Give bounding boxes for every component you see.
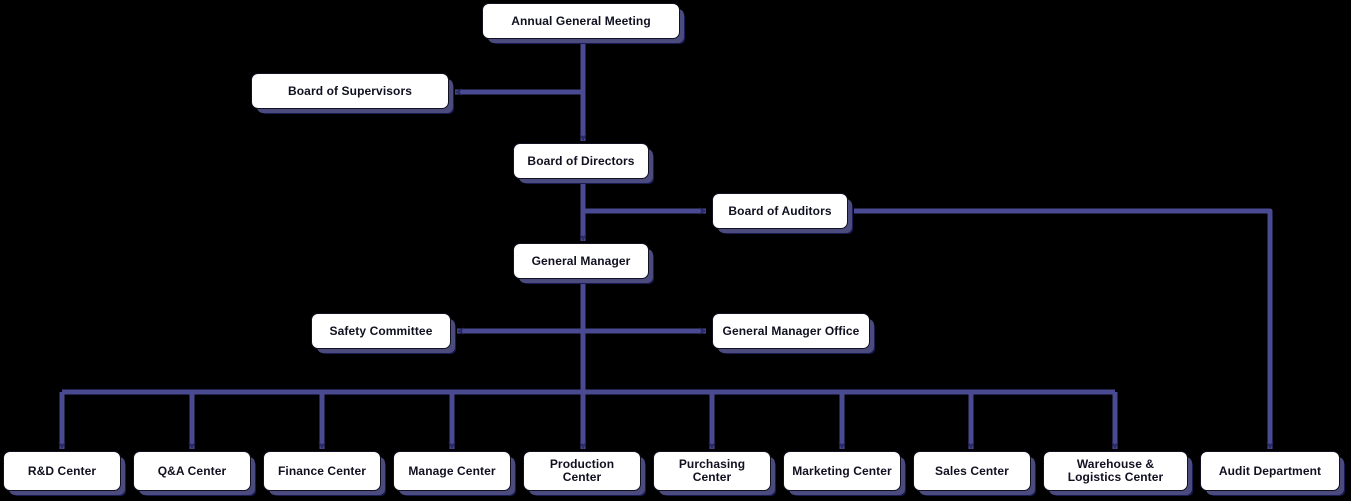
node-warehouse-logistics-center[interactable]: Warehouse & Logistics Center [1043, 451, 1188, 491]
node-board-of-directors[interactable]: Board of Directors [513, 143, 649, 179]
node-qa-center[interactable]: Q&A Center [133, 451, 251, 491]
node-label: Board of Directors [527, 153, 635, 168]
node-label: Sales Center [935, 463, 1009, 478]
node-label: Audit Department [1218, 463, 1322, 478]
node-label: Warehouse & Logistics Center [1067, 457, 1164, 484]
node-label: Manage Center [408, 463, 496, 478]
node-purchasing-center[interactable]: Purchasing Center [653, 451, 771, 491]
node-label: Marketing Center [792, 463, 892, 478]
node-marketing-center[interactable]: Marketing Center [783, 451, 901, 491]
node-safety-committee[interactable]: Safety Committee [311, 313, 451, 349]
node-rd-center[interactable]: R&D Center [3, 451, 121, 491]
node-manage-center[interactable]: Manage Center [393, 451, 511, 491]
node-production-center[interactable]: Production Center [523, 451, 641, 491]
node-label: Finance Center [277, 463, 367, 478]
node-label: R&D Center [27, 463, 97, 478]
node-annual-general-meeting[interactable]: Annual General Meeting [482, 3, 680, 39]
node-audit-department[interactable]: Audit Department [1200, 451, 1340, 491]
node-general-manager-office[interactable]: General Manager Office [712, 313, 870, 349]
node-label: Annual General Meeting [511, 13, 651, 28]
node-board-of-supervisors[interactable]: Board of Supervisors [251, 73, 449, 109]
node-sales-center[interactable]: Sales Center [913, 451, 1031, 491]
node-label: Board of Supervisors [287, 83, 413, 98]
node-label: Production Center [549, 457, 615, 484]
node-finance-center[interactable]: Finance Center [263, 451, 381, 491]
node-general-manager[interactable]: General Manager [513, 243, 649, 279]
node-label: Purchasing Center [678, 457, 746, 484]
node-board-of-auditors[interactable]: Board of Auditors [712, 193, 848, 229]
node-label: General Manager [531, 253, 631, 268]
node-label: Board of Auditors [728, 203, 832, 218]
node-label: Q&A Center [157, 463, 227, 478]
node-label: General Manager Office [722, 323, 860, 338]
node-label: Safety Committee [329, 323, 433, 338]
